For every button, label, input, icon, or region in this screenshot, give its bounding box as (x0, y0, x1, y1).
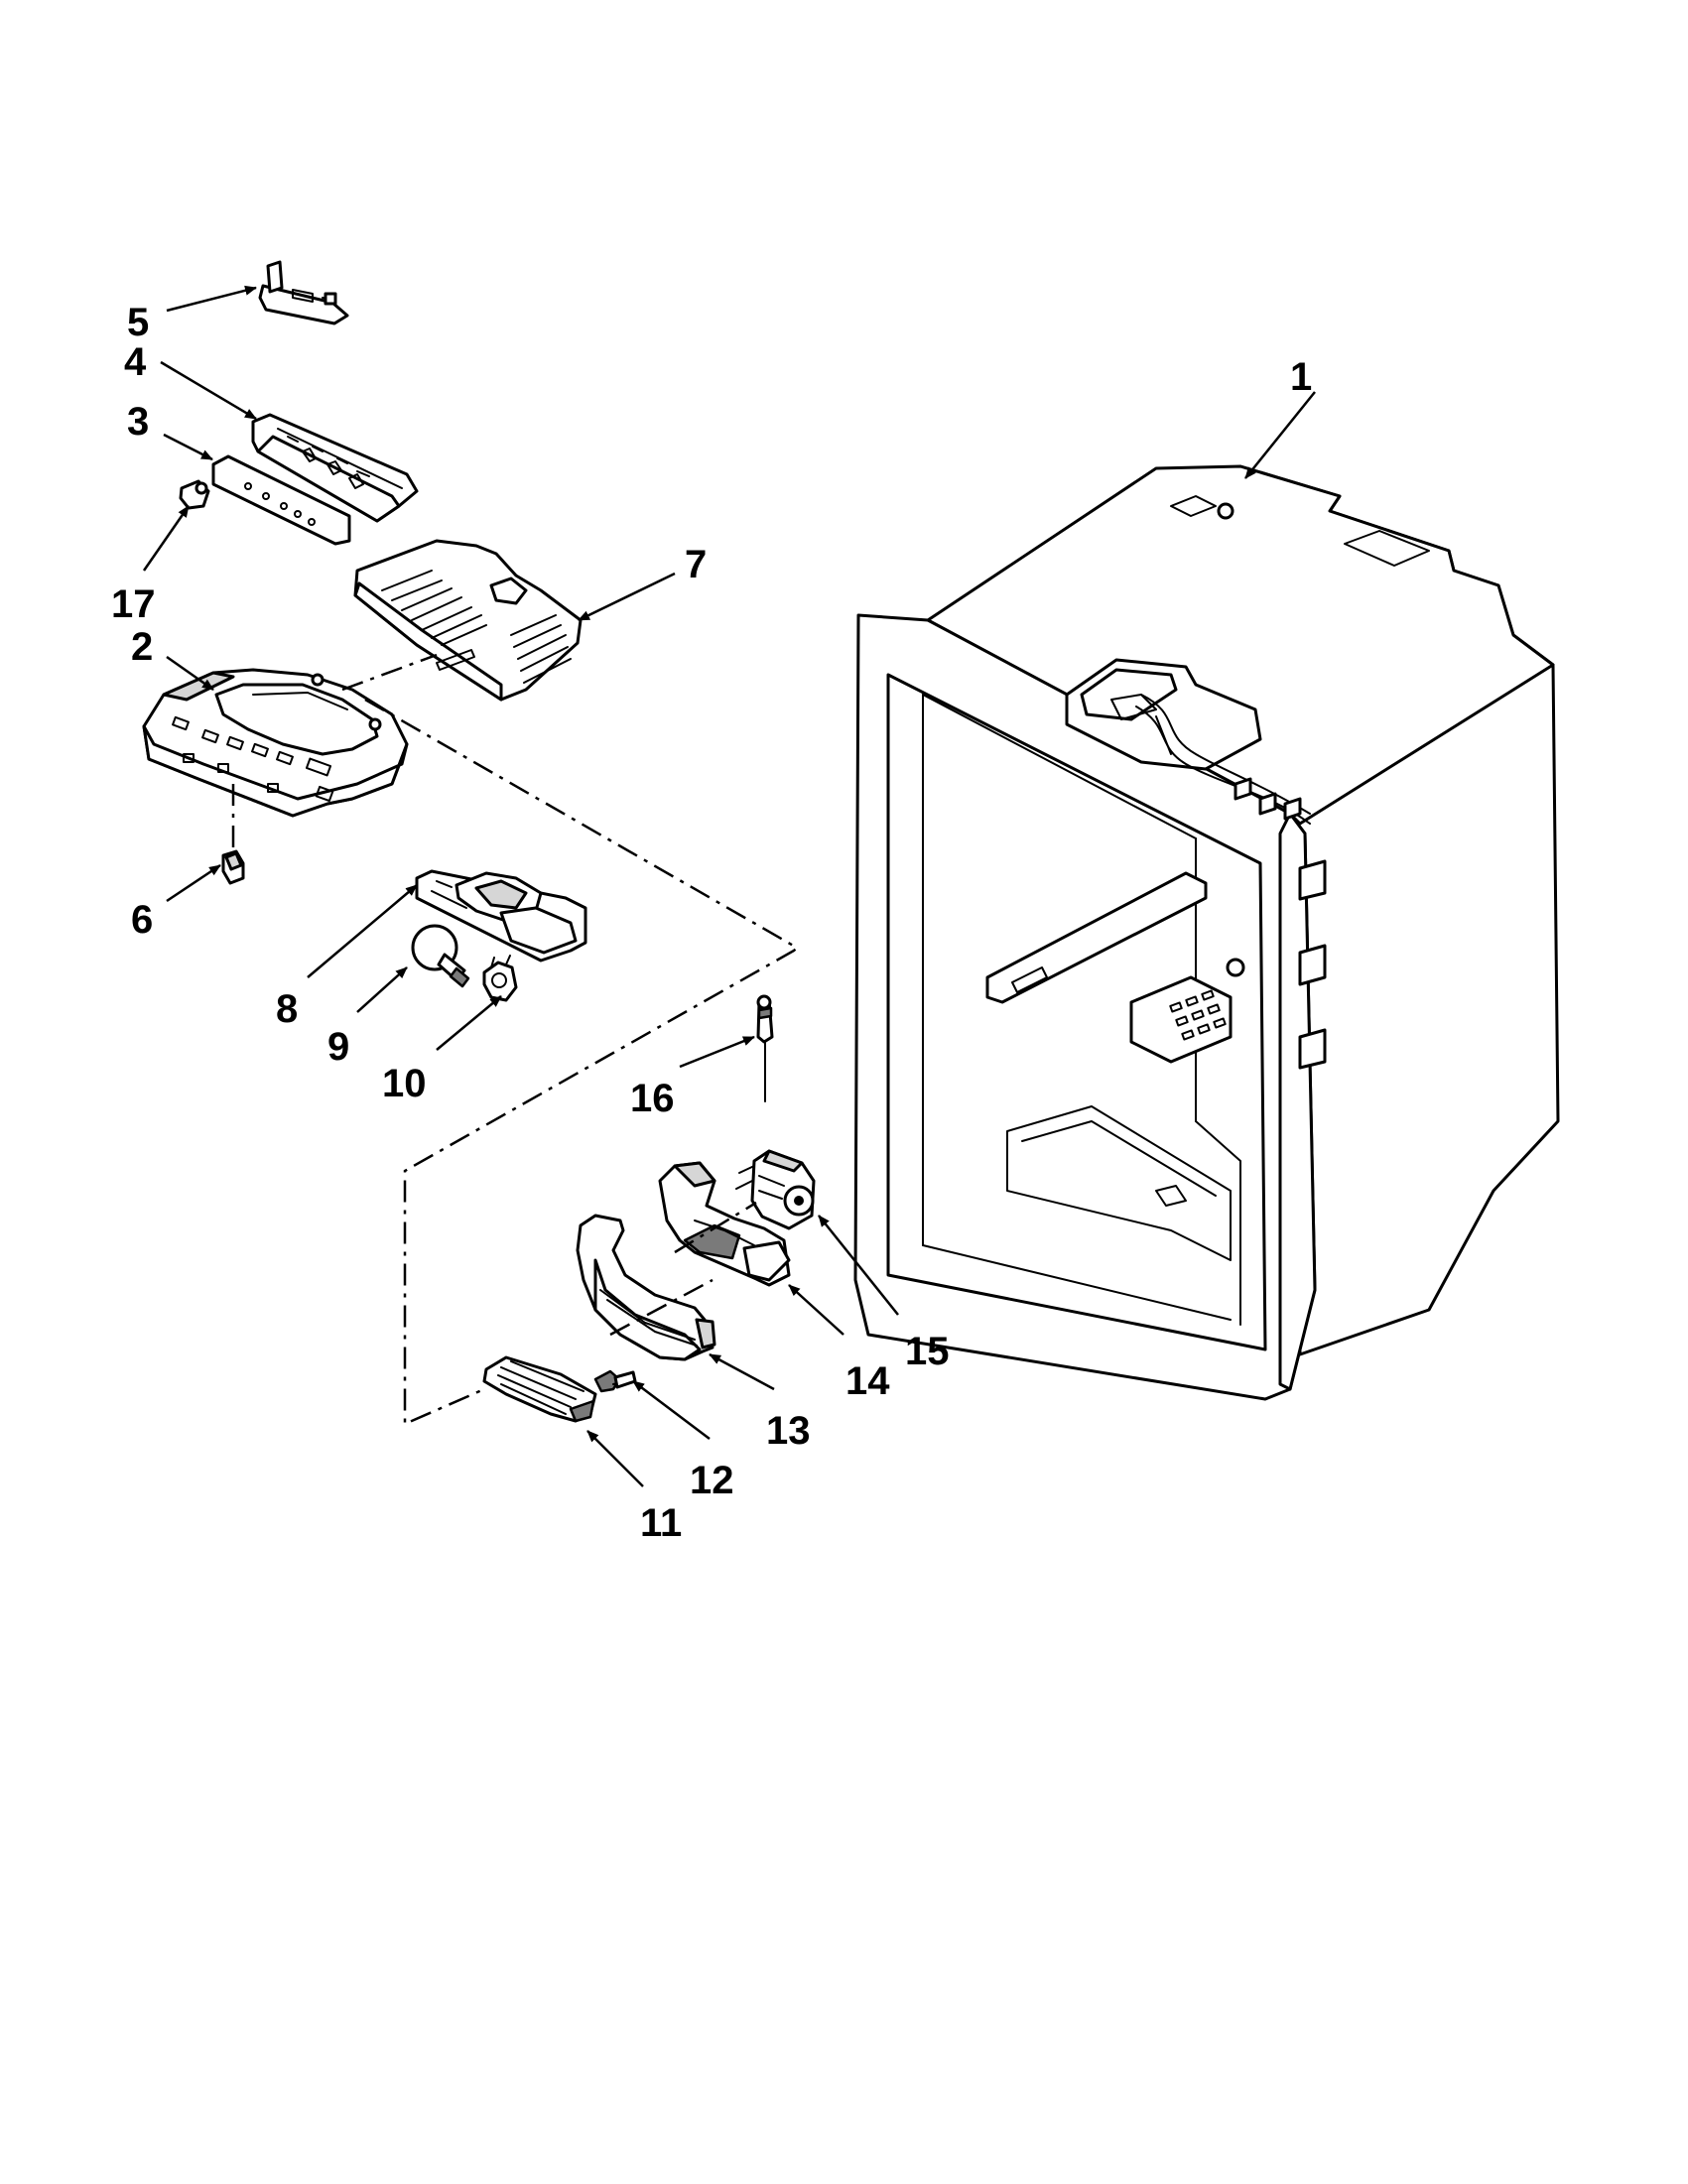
part-11-drip-tray (482, 1355, 597, 1423)
part-6-switch (221, 849, 245, 885)
part-9-light-bulb (411, 924, 470, 988)
part-15-valve-assembly (735, 1149, 816, 1230)
part-10-bulb-socket (482, 955, 518, 1002)
assembly-lines (231, 653, 800, 1426)
callout-13: 13 (766, 1409, 811, 1453)
callout-2: 2 (131, 625, 153, 669)
part-14-housing (658, 1161, 791, 1287)
callout-16: 16 (630, 1077, 675, 1120)
callout-17: 17 (111, 582, 156, 626)
callout-3: 3 (127, 400, 149, 444)
callout-5: 5 (127, 301, 149, 344)
callout-9: 9 (327, 1025, 349, 1069)
part-3-control-overlay (211, 454, 351, 546)
callout-4: 4 (124, 340, 147, 384)
part-5-bracket (258, 260, 349, 325)
callout-6: 6 (131, 898, 153, 942)
part-1-cabinet-liner (853, 464, 1560, 1401)
callout-labels: 1 2 3 4 5 6 7 8 9 10 11 12 13 14 15 16 1… (111, 301, 1312, 1545)
part-7-grille (353, 539, 583, 702)
part-4-control-housing (251, 413, 419, 523)
part-13-dispenser-housing (576, 1214, 716, 1361)
callout-12: 12 (690, 1459, 734, 1502)
part-8-socket-housing (415, 869, 587, 963)
leader-lines (142, 285, 1316, 1487)
part-2-light-housing (142, 668, 409, 818)
callout-14: 14 (845, 1359, 890, 1403)
callout-8: 8 (276, 987, 298, 1031)
callout-1: 1 (1290, 355, 1312, 399)
callout-11: 11 (640, 1501, 682, 1545)
part-12-screw (593, 1369, 637, 1393)
part-17-knob (179, 479, 210, 510)
callout-15: 15 (905, 1330, 950, 1373)
callout-7: 7 (685, 543, 707, 586)
callout-10: 10 (382, 1062, 427, 1105)
part-16-pin (756, 994, 774, 1102)
